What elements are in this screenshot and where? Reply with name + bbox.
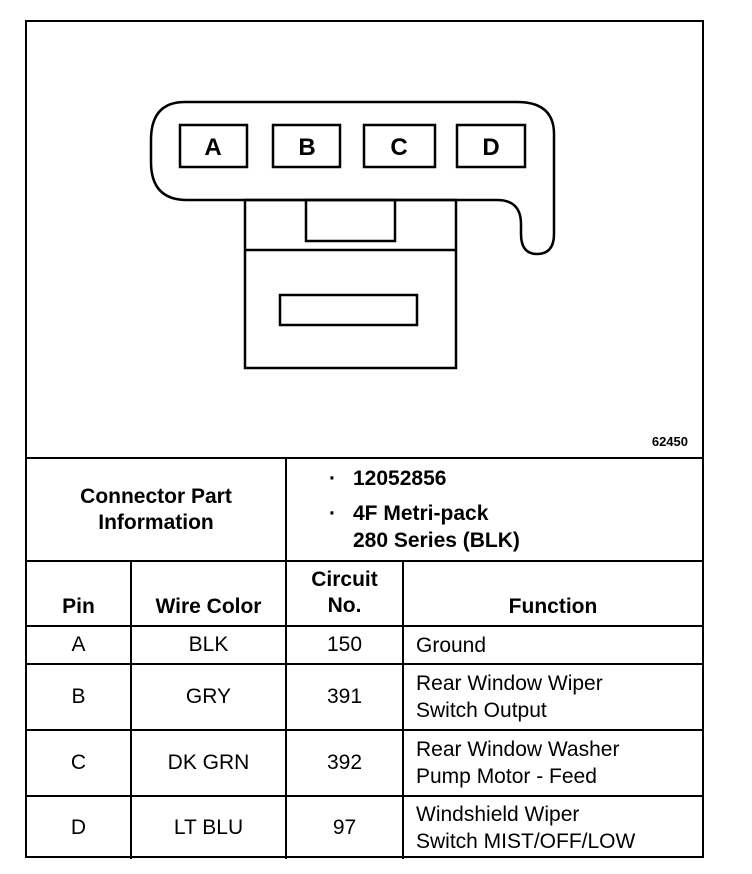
row-function-line-2: Pump Motor - Feed	[416, 765, 597, 788]
pin-cavity-d	[455, 123, 527, 169]
header-circuit-line-2: No.	[327, 594, 362, 617]
header-function: Function	[402, 560, 702, 627]
figure-number: 62450	[651, 434, 688, 449]
latch-tab	[304, 198, 397, 243]
header-pin: Pin	[27, 560, 132, 627]
description-line-1: 4F Metri-pack	[353, 502, 489, 525]
pin-cavity-a	[178, 123, 249, 169]
row-wire-color: LT BLU	[130, 795, 287, 859]
row-circuit: 150	[285, 625, 404, 665]
connector-info-values: 12052856 4F Metri-pack 280 Series (BLK)	[285, 457, 702, 562]
table-row: B GRY 391 Rear Window Wiper Switch Outpu…	[27, 663, 702, 731]
connector-body	[243, 198, 458, 370]
connector-housing	[149, 100, 556, 256]
row-circuit: 97	[285, 795, 404, 859]
connector-table: Connector Part Information 12052856 4F M…	[27, 457, 702, 859]
row-pin: B	[27, 663, 132, 731]
row-function: Ground	[402, 625, 702, 665]
row-pin: A	[27, 625, 132, 665]
table-row: C DK GRN 392 Rear Window Washer Pump Mot…	[27, 729, 702, 797]
table-header-row: Pin Wire Color Circuit No. Function	[27, 560, 702, 627]
row-function-line-2: Switch MIST/OFF/LOW	[416, 830, 636, 853]
pin-cavity-b	[271, 123, 342, 169]
pin-label-c: C	[390, 134, 407, 161]
row-function-line-1: Windshield Wiper	[416, 803, 580, 826]
row-function-line-1: Rear Window Wiper	[416, 672, 603, 695]
header-wire-color: Wire Color	[130, 560, 287, 627]
row-function-line-1: Ground	[416, 633, 487, 657]
pin-label-d: D	[482, 134, 499, 161]
pin-label-a: A	[204, 134, 221, 161]
description-line-2: 280 Series (BLK)	[353, 529, 520, 552]
table-row: A BLK 150 Ground	[27, 625, 702, 665]
row-circuit: 392	[285, 729, 404, 797]
table-row: D LT BLU 97 Windshield Wiper Switch MIST…	[27, 795, 702, 859]
row-wire-color: DK GRN	[130, 729, 287, 797]
connector-frame: A B C D 62450 Connector Part Information…	[25, 20, 704, 859]
row-function: Rear Window Wiper Switch Output	[402, 663, 702, 731]
connector-diagram: A B C D	[149, 100, 556, 370]
body-slot	[278, 293, 419, 327]
row-wire-color: GRY	[130, 663, 287, 731]
row-wire-color: BLK	[130, 625, 287, 665]
row-pin: D	[27, 795, 132, 859]
connector-description: 4F Metri-pack 280 Series (BLK)	[329, 500, 702, 554]
part-number-text: 12052856	[353, 467, 447, 490]
row-circuit: 391	[285, 663, 404, 731]
connector-info-label-text: Connector Part Information	[80, 484, 232, 534]
header-circuit-line-1: Circuit	[311, 568, 378, 591]
connector-info-label: Connector Part Information	[27, 457, 287, 562]
row-function-line-1: Rear Window Washer	[416, 738, 620, 761]
pin-label-b: B	[298, 134, 315, 161]
header-circuit: Circuit No.	[285, 560, 404, 627]
pin-cavities	[178, 123, 527, 169]
row-function-line-2: Switch Output	[416, 699, 547, 722]
row-pin: C	[27, 729, 132, 797]
row-function: Windshield Wiper Switch MIST/OFF/LOW	[402, 795, 702, 859]
row-function: Rear Window Washer Pump Motor - Feed	[402, 729, 702, 797]
connector-info-row: Connector Part Information 12052856 4F M…	[27, 457, 702, 562]
pin-cavity-c	[362, 123, 437, 169]
part-number: 12052856	[329, 465, 702, 492]
